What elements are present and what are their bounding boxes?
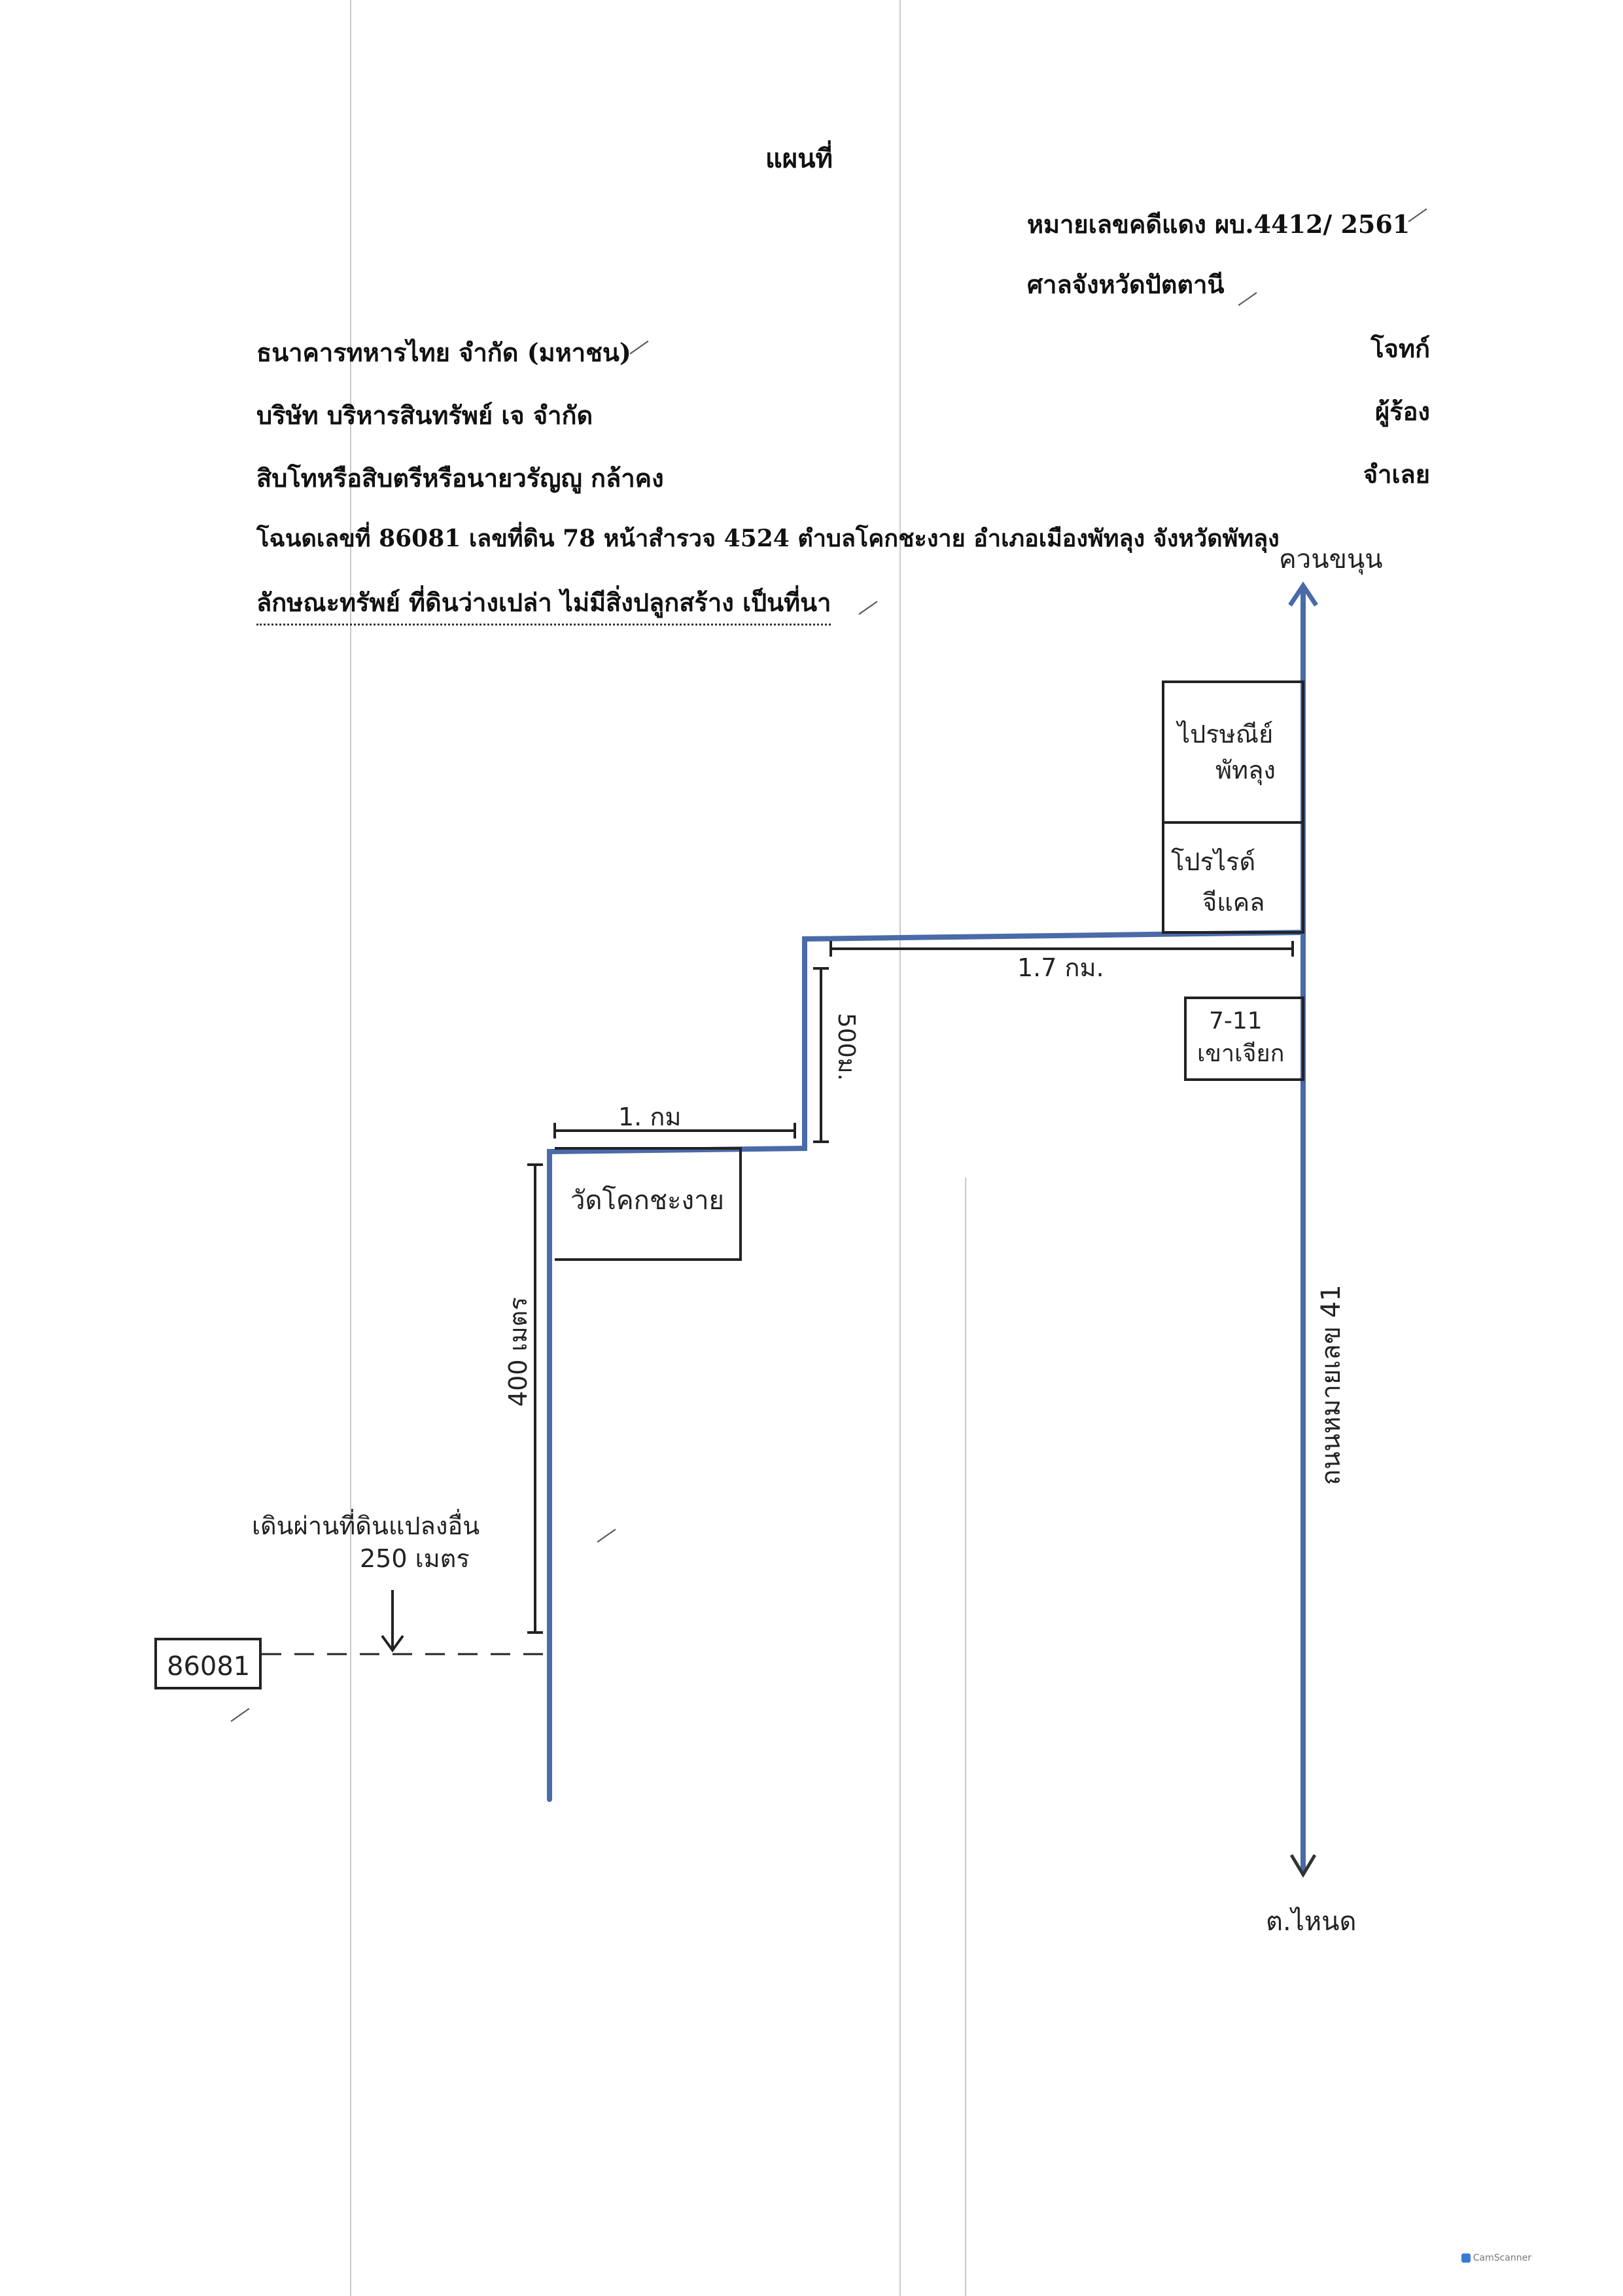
north-arrow-icon	[1288, 581, 1318, 607]
deed-line: โฉนดเลขที่ 86081 เลขที่ดิน 78 หน้าสำรวจ …	[256, 525, 1280, 552]
court-name: ศาลจังหวัดปัตตานี	[1027, 270, 1225, 299]
access-route-line	[547, 930, 1306, 1802]
pro-ride-label-2: จีแคล	[1202, 888, 1265, 917]
south-arrow-icon	[1289, 1854, 1317, 1878]
party-defendant: สิบโทหรือสิบตรีหรือนายวรัญญู กล้าคง	[256, 463, 664, 493]
museum-label-2: พัทลุง	[1215, 756, 1276, 785]
route-lines	[547, 586, 1306, 1874]
note-label-2: 250 เมตร	[360, 1544, 470, 1573]
fold-line-3	[965, 1178, 966, 2296]
museum-label-1: ไปรษณีย์	[1176, 720, 1273, 749]
seven-eleven-box	[1184, 997, 1304, 1081]
fold-line-1	[350, 0, 351, 2296]
pro-ride-box	[1162, 821, 1304, 934]
seven-eleven-label-1: 7-11	[1209, 1008, 1263, 1034]
fold-line-2	[899, 0, 901, 2296]
party-plaintiff: ธนาคารทหารไทย จำกัด (มหาชน)	[256, 338, 631, 367]
museum-box	[1162, 680, 1304, 824]
highway-label: ถนนหมายเลข 41	[1316, 1284, 1346, 1485]
north-label: ควนขนุน	[1279, 544, 1383, 575]
temple-box	[555, 1147, 742, 1261]
role-petitioner: ผู้ร้อง	[1374, 397, 1430, 426]
distance-label-1km: 1. กม	[618, 1103, 681, 1131]
parcel-label: 86081	[167, 1651, 250, 1682]
page-title: แผนที่	[765, 143, 833, 174]
distance-label-500m: 500ม.	[833, 1013, 860, 1081]
pro-ride-label-1: โปรไรด์	[1171, 847, 1255, 876]
temple-label: วัดโคกชะงาย	[570, 1186, 724, 1216]
distance-label-400m: 400 เมตร	[504, 1297, 532, 1407]
role-plaintiff: โจทก์	[1370, 334, 1430, 363]
seven-eleven-label-2: เขาเจียก	[1197, 1040, 1284, 1067]
property-line: ลักษณะทรัพย์ ที่ดินว่างเปล่า ไม่มีสิ่งปล…	[256, 582, 831, 626]
party-petitioner: บริษัท บริหารสินทรัพย์ เจ จำกัด	[256, 400, 593, 430]
case-number: หมายเลขคดีแดง ผบ.4412/ 2561	[1027, 209, 1410, 239]
camscanner-icon	[1461, 2253, 1471, 2263]
scanner-watermark: CamScanner	[1461, 2253, 1531, 2263]
note-label-1: เดินผ่านที่ดินแปลงอื่น	[252, 1509, 480, 1540]
distance-label-1-7km: 1.7 กม.	[1017, 953, 1104, 982]
south-label: ต.ไหนด	[1266, 1907, 1357, 1937]
parcel-box	[154, 1638, 262, 1689]
role-defendant: จำเลย	[1363, 459, 1430, 489]
